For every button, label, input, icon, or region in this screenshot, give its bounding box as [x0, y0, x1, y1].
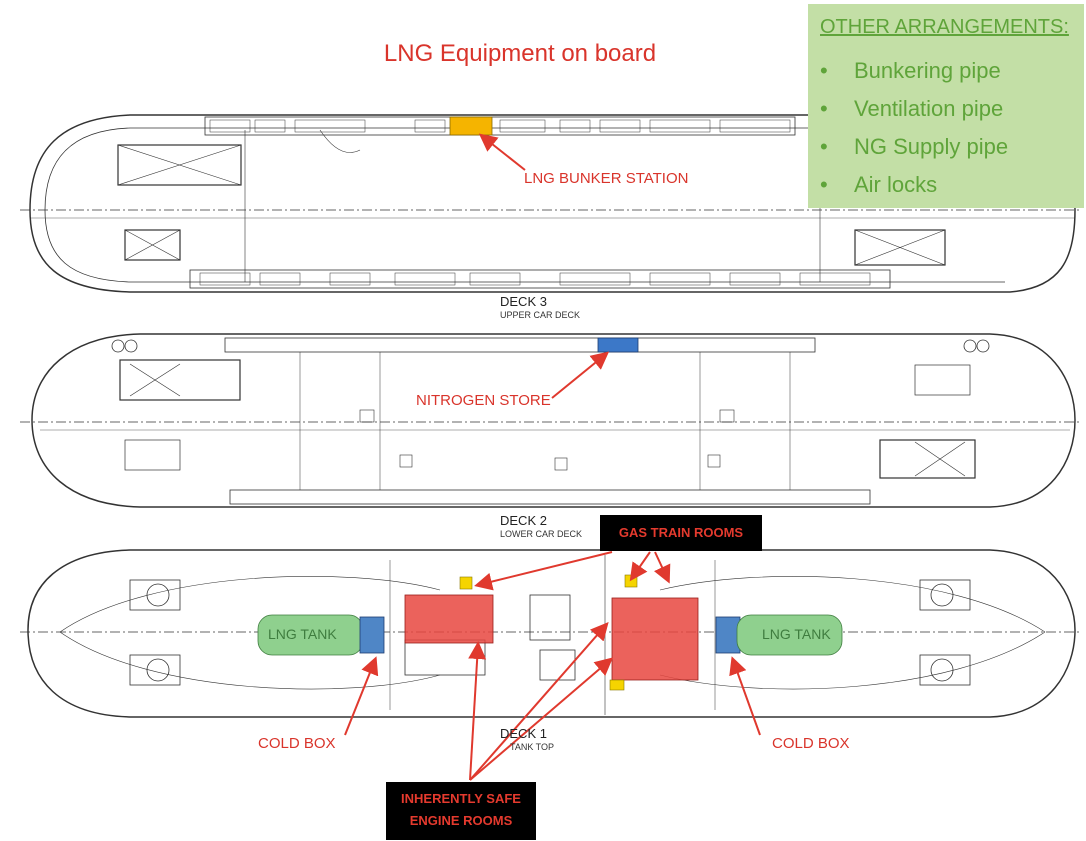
annotation-arrows — [344, 133, 761, 781]
bullet-icon: • — [820, 96, 828, 121]
list-item-label: NG Supply pipe — [854, 134, 1009, 159]
deck-2-plan — [20, 333, 1080, 508]
arrow-engine-room-right-a — [469, 621, 609, 781]
deck-3-plan — [20, 114, 1080, 293]
list-item-label: Bunkering pipe — [854, 58, 1001, 83]
nitrogen-store-label: NITROGEN STORE — [416, 392, 551, 409]
lng-tank-right-label: LNG TANK — [762, 626, 831, 642]
engine-room-left — [404, 594, 494, 644]
lng-bunker-station-marker — [449, 116, 493, 136]
other-arrangements-panel: OTHER ARRANGEMENTS: • Bunkering pipe • Ven… — [808, 4, 1084, 208]
arrow-engine-room-left — [468, 641, 487, 781]
deck-3-subtitle: UPPER CAR DECK — [500, 310, 581, 320]
deck-1-name: DECK 1 — [500, 726, 547, 741]
lng-tank-left-label: LNG TANK — [268, 626, 337, 642]
deck-3-hull — [29, 114, 1076, 293]
list-item: • Bunkering pipe — [820, 52, 1008, 90]
list-item-label: Ventilation pipe — [854, 96, 1004, 121]
arrow-gas-train-mid — [629, 551, 651, 582]
lng-tank-right — [736, 614, 843, 656]
arrow-lng-bunker — [478, 133, 526, 171]
gas-train-rooms-callout: GAS TRAIN ROOMS — [600, 515, 762, 551]
deck-2-subtitle: LOWER CAR DECK — [500, 529, 583, 539]
bullet-icon: • — [820, 134, 828, 159]
list-item-label: Air locks — [854, 172, 938, 197]
deck-2-hull — [31, 333, 1076, 508]
engine-room-right — [611, 597, 699, 681]
arrow-gas-train-left — [474, 551, 613, 591]
inherently-safe-engine-rooms-callout: INHERENTLY SAFE ENGINE ROOMS — [386, 782, 536, 840]
deck-2-name: DECK 2 — [500, 513, 547, 528]
cold-box-left-marker — [359, 616, 385, 654]
cold-box-right-label: COLD BOX — [772, 735, 850, 752]
arrow-cold-box-left — [344, 656, 379, 736]
arrow-nitrogen-store — [551, 351, 610, 399]
yellow-marker-lower — [609, 679, 625, 691]
nitrogen-store-marker — [597, 337, 639, 353]
deck-3-name: DECK 3 — [500, 294, 547, 309]
deck-1-hull — [27, 549, 1076, 718]
deck-1-plan — [20, 549, 1080, 718]
arrow-engine-room-right-b — [469, 657, 614, 781]
arrow-cold-box-right — [729, 656, 761, 736]
gas-train-room-right-marker — [624, 574, 638, 588]
other-arrangements-list: • Bunkering pipe • Ventilation pipe • NG Su… — [820, 52, 1008, 204]
list-item: • Air locks — [820, 166, 1008, 204]
list-item: • Ventilation pipe — [820, 90, 1008, 128]
list-item: • NG Supply pipe — [820, 128, 1008, 166]
arrow-gas-train-right — [653, 551, 671, 584]
cold-box-right-marker — [715, 616, 741, 654]
lng-bunker-station-label: LNG BUNKER STATION — [524, 170, 689, 187]
other-arrangements-heading: OTHER ARRANGEMENTS: — [820, 16, 1069, 38]
inherently-safe-label: INHERENTLY SAFE — [401, 791, 521, 806]
cold-box-left-label: COLD BOX — [258, 735, 336, 752]
deck-1-subtitle: TANK TOP — [510, 742, 555, 752]
gas-train-rooms-label: GAS TRAIN ROOMS — [618, 525, 744, 540]
bullet-icon: • — [820, 58, 828, 83]
diagram-title: LNG Equipment on board — [383, 40, 657, 67]
bullet-icon: • — [820, 172, 828, 197]
engine-rooms-label: ENGINE ROOMS — [409, 813, 513, 828]
gas-train-room-left-marker — [459, 576, 473, 590]
